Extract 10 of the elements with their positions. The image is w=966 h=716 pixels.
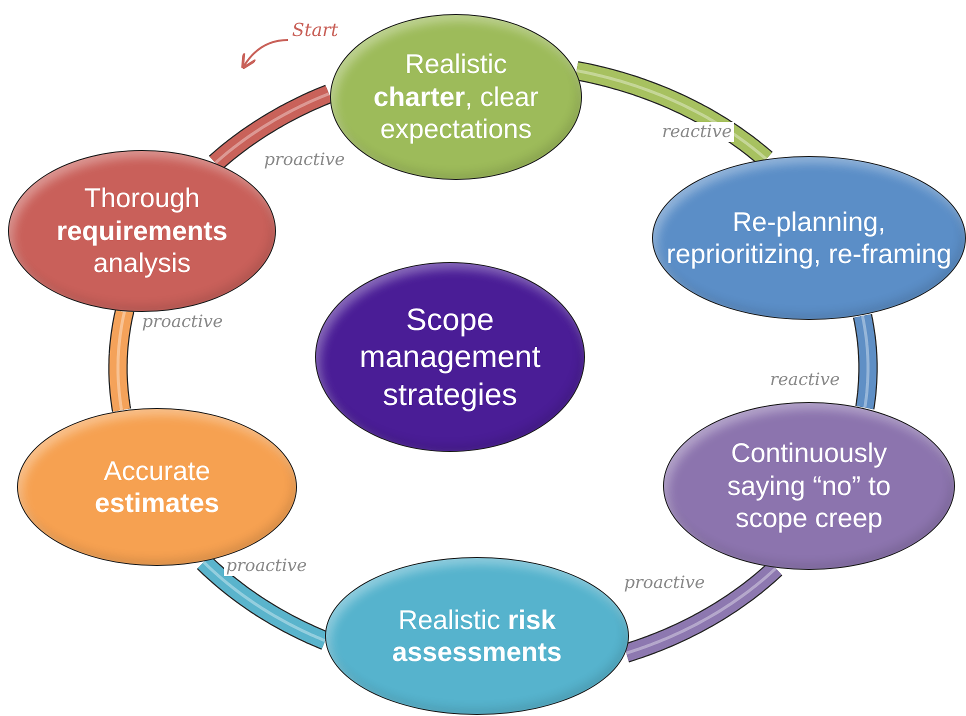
node-text: Thorough requirements analysis [55, 182, 229, 280]
node-text: Scope management strategies [358, 301, 542, 413]
edge-label: proactive [140, 312, 225, 332]
start-label: Start [292, 20, 338, 41]
node-text: Re-planning, reprioritizing, re-framing [665, 206, 953, 270]
edge-label: reactive [660, 122, 734, 142]
node-text: Continuously saying “no” to scope creep [726, 437, 892, 535]
node-text: Realistic charter, clear expectations [372, 48, 540, 146]
node-text: Accurate estimates [94, 454, 220, 520]
node-text: Realistic risk assessments [391, 604, 563, 668]
